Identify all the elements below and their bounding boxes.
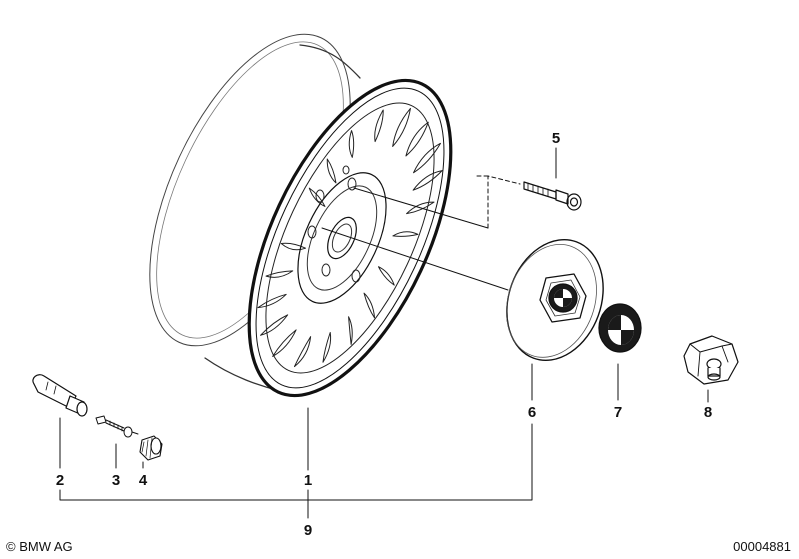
valve-cap — [139, 435, 163, 461]
wheel-rim — [149, 33, 453, 398]
wheel-nut — [683, 335, 739, 385]
callout-4: 4 — [138, 472, 148, 489]
valve-stem — [32, 374, 88, 417]
callout-9: 9 — [303, 522, 313, 539]
callout-3: 3 — [111, 472, 121, 489]
callout-5: 5 — [551, 130, 561, 147]
drawing-number: 00004881 — [733, 539, 791, 554]
callout-1: 1 — [303, 472, 313, 489]
wheel-bolt — [523, 181, 582, 211]
callout-8: 8 — [703, 404, 713, 421]
callout-2: 2 — [55, 472, 65, 489]
leader-lines — [59, 147, 709, 519]
callout-7: 7 — [613, 404, 623, 421]
valve-core — [95, 415, 139, 438]
bmw-emblem — [598, 303, 642, 353]
copyright-label: © BMW AG — [6, 539, 73, 554]
callout-6: 6 — [527, 404, 537, 421]
hub-cap — [506, 238, 604, 362]
